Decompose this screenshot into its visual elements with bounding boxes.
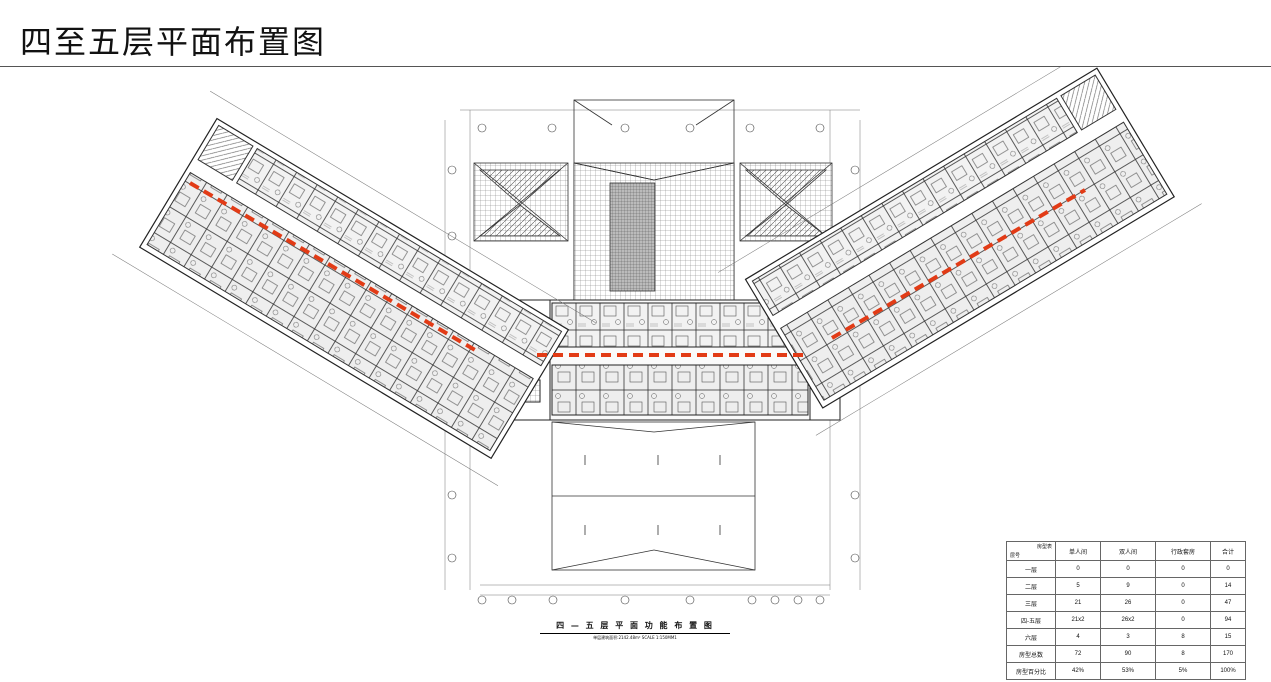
table-cell: 21x2 xyxy=(1055,611,1101,629)
plan-caption-subtitle: 单层建筑面积:2142.48m² SCALE 1:150MM1 xyxy=(540,633,730,641)
table-cell: 26 xyxy=(1100,594,1156,612)
table-cell: 26x2 xyxy=(1100,611,1156,629)
table-cell: 8 xyxy=(1155,628,1211,646)
table-cell: 100% xyxy=(1210,662,1246,680)
table-row: 四-五层 21x2 26x2 0 94 xyxy=(1006,611,1246,629)
table-cell: 0 xyxy=(1210,560,1246,578)
table-cell: 42% xyxy=(1055,662,1101,680)
table-row: 房型百分比 42% 53% 5% 100% xyxy=(1006,662,1246,680)
table-cell: 9 xyxy=(1100,577,1156,595)
title-divider xyxy=(0,66,1271,67)
table-row: 二层 5 9 0 14 xyxy=(1006,577,1246,595)
table-cell: 0 xyxy=(1100,560,1156,578)
row-label: 六层 xyxy=(1006,628,1056,646)
table-cell: 0 xyxy=(1155,611,1211,629)
plan-caption-title: 四 — 五 层 平 面 功 能 布 置 图 xyxy=(556,621,714,630)
row-label: 二层 xyxy=(1006,577,1056,595)
table-cell: 14 xyxy=(1210,577,1246,595)
plan-caption: 四 — 五 层 平 面 功 能 布 置 图 单层建筑面积:2142.48m² S… xyxy=(540,620,730,641)
table-cell: 0 xyxy=(1155,594,1211,612)
table-row: 一层 0 0 0 0 xyxy=(1006,560,1246,578)
column-header: 单人间 xyxy=(1055,541,1101,561)
floor-plan-drawing xyxy=(112,67,1202,605)
table-cell: 94 xyxy=(1210,611,1246,629)
row-label: 三层 xyxy=(1006,594,1056,612)
row-label: 房型百分比 xyxy=(1006,662,1056,680)
table-cell: 5 xyxy=(1055,577,1101,595)
table-corner-cell: 房型表 层号 xyxy=(1006,541,1056,561)
table-cell: 90 xyxy=(1100,645,1156,663)
table-cell: 72 xyxy=(1055,645,1101,663)
row-label: 四-五层 xyxy=(1006,611,1056,629)
table-cell: 5% xyxy=(1155,662,1211,680)
table-cell: 3 xyxy=(1100,628,1156,646)
table-cell: 21 xyxy=(1055,594,1101,612)
page-title: 四至五层平面布置图 xyxy=(20,23,327,61)
table-cell: 170 xyxy=(1210,645,1246,663)
table-cell: 53% xyxy=(1100,662,1156,680)
column-header: 双人间 xyxy=(1100,541,1156,561)
table-row: 房型总数 72 90 8 170 xyxy=(1006,645,1246,663)
table-cell: 8 xyxy=(1155,645,1211,663)
table-cell: 4 xyxy=(1055,628,1101,646)
column-header: 合计 xyxy=(1210,541,1246,561)
corner-bottom-label: 层号 xyxy=(1010,553,1021,559)
corner-top-label: 房型表 xyxy=(1036,544,1052,550)
row-label: 一层 xyxy=(1006,560,1056,578)
column-header: 行政套房 xyxy=(1155,541,1211,561)
table-row: 六层 4 3 8 15 xyxy=(1006,628,1246,646)
room-type-table: 房型表 层号 单人间 双人间 行政套房 合计 一层 0 0 0 0 二层 5 9… xyxy=(1006,541,1246,680)
table-cell: 15 xyxy=(1210,628,1246,646)
table-cell: 0 xyxy=(1055,560,1101,578)
table-row: 三层 21 26 0 47 xyxy=(1006,594,1246,612)
row-label: 房型总数 xyxy=(1006,645,1056,663)
table-cell: 47 xyxy=(1210,594,1246,612)
table-cell: 0 xyxy=(1155,560,1211,578)
table-header-row: 房型表 层号 单人间 双人间 行政套房 合计 xyxy=(1006,541,1246,561)
table-cell: 0 xyxy=(1155,577,1211,595)
